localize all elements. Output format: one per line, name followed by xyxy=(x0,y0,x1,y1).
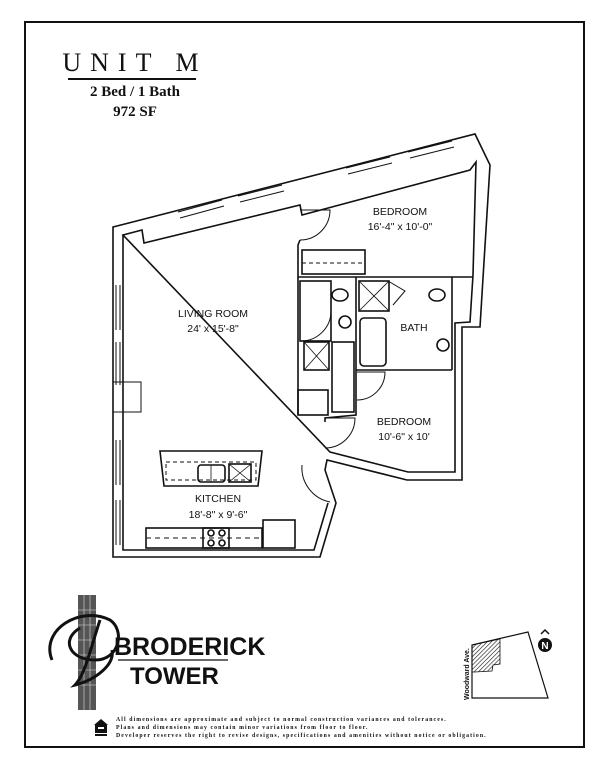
unit-beds-baths: 2 Bed / 1 Bath xyxy=(89,84,180,100)
disclaimer-line: All dimensions are approximate and subje… xyxy=(116,717,447,723)
room-name: BEDROOM xyxy=(373,206,427,218)
toilet-2 xyxy=(428,288,446,302)
linen-closet xyxy=(303,341,330,371)
exterior-wall-outer xyxy=(112,133,491,558)
door-swings xyxy=(299,209,406,503)
bedroom2-left-wall xyxy=(324,370,357,422)
room-size: 24' x 15'-8" xyxy=(187,323,239,335)
bathtub xyxy=(359,317,387,367)
sink-1 xyxy=(338,315,352,329)
refrigerator xyxy=(262,519,296,549)
closet-bedroom1 xyxy=(301,249,366,275)
unit-title: UNIT M xyxy=(62,48,208,77)
room-labels: BEDROOM 16'-4" x 10'-0" LIVING ROOM 24' … xyxy=(178,206,433,521)
logo-line1: BRODERICK xyxy=(114,633,265,661)
room-size: 10'-6" x 10' xyxy=(378,431,430,443)
equal-housing-icon xyxy=(94,719,108,736)
closet-bedroom2 xyxy=(331,341,355,413)
toilet-1 xyxy=(331,288,349,302)
unit-area: 972 SF xyxy=(113,104,157,120)
stove xyxy=(202,527,230,549)
disclaimer-line: Plans and dimensions may contain minor v… xyxy=(116,725,369,731)
room-size: 18'-8" x 9'-6" xyxy=(189,509,248,521)
kitchen-island xyxy=(159,450,263,487)
north-arrow-icon xyxy=(538,638,552,652)
title-underline xyxy=(68,78,196,80)
kitchen-sink xyxy=(197,464,226,483)
disclaimer-line: Developer reserves the right to revise d… xyxy=(116,733,487,739)
utility-closet xyxy=(297,389,329,416)
windows xyxy=(112,140,455,545)
logo-line2: TOWER xyxy=(130,663,219,690)
broderick-tower-logo: BRODERICK TOWER xyxy=(48,595,265,710)
room-name: BATH xyxy=(400,322,427,334)
sink-2 xyxy=(436,338,450,352)
room-name: LIVING ROOM xyxy=(178,308,248,320)
room-name: BEDROOM xyxy=(377,416,431,428)
page-border xyxy=(24,21,585,748)
room-name: KITCHEN xyxy=(195,493,241,505)
bedroom1-left-wall xyxy=(297,239,301,415)
exterior-wall-inner xyxy=(121,159,477,473)
north-label: N xyxy=(541,641,548,652)
room-size: 16'-4" x 10'-0" xyxy=(368,221,433,233)
dishwasher xyxy=(228,463,252,483)
exterior-wall-inner-west xyxy=(122,235,329,551)
street-label: Woodward Ave. xyxy=(464,648,471,700)
site-map: Woodward Ave. N xyxy=(464,628,552,700)
hall-bath xyxy=(299,280,332,342)
shower xyxy=(358,280,390,312)
